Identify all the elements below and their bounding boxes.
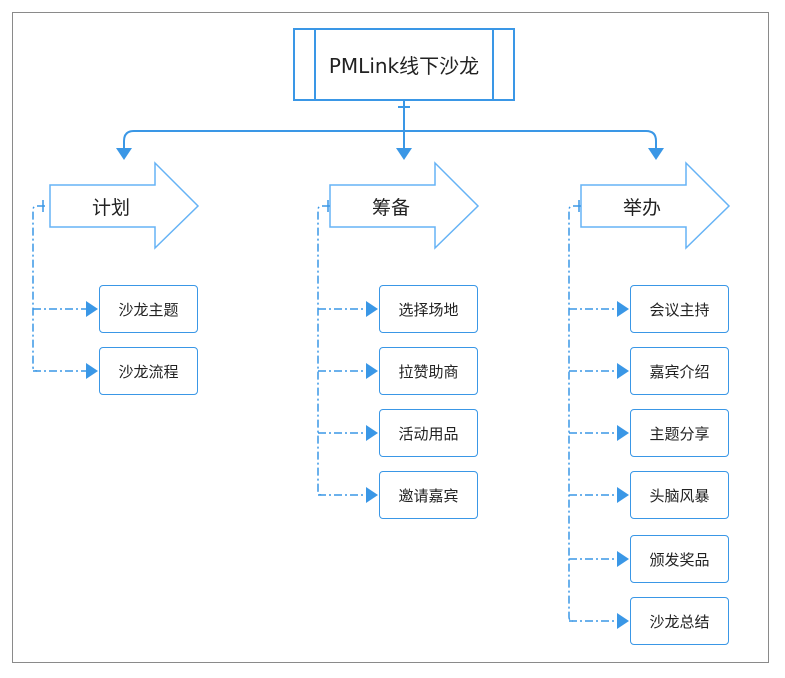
root-right-bar [492, 30, 494, 99]
trunk-prepare [317, 205, 330, 496]
arrowhead-plan [116, 148, 132, 160]
trunk-plan [32, 205, 45, 372]
leaf-prepare-1: 选择场地 [379, 285, 478, 333]
leaf-host-4: 头脑风暴 [630, 471, 729, 519]
root-node: PMLink线下沙龙 [293, 28, 515, 101]
leaf-host-2: 嘉宾介绍 [630, 347, 729, 395]
branch-arrow-host [580, 161, 731, 250]
leaf-host-3: 主题分享 [630, 409, 729, 457]
connector-to-host [404, 130, 657, 148]
arrowhead-prepare-3 [366, 425, 378, 441]
arrowhead-host [648, 148, 664, 160]
root-arrowheads [116, 148, 664, 160]
diagram-frame [12, 12, 769, 663]
arrowhead-host-4 [617, 487, 629, 503]
connector-to-plan [123, 130, 404, 148]
arrowhead-host-2 [617, 363, 629, 379]
arrowhead-prepare [396, 148, 412, 160]
branch-prepare-label: 筹备 [371, 196, 410, 219]
leaf-host-5: 颁发奖品 [630, 535, 729, 583]
branch-plan-label: 计划 [91, 196, 130, 219]
branch-arrow-plan [49, 161, 200, 250]
arrowhead-host-1 [617, 301, 629, 317]
arrowhead-plan-1 [86, 301, 98, 317]
branch-arrow-prepare [329, 161, 480, 250]
leaf-plan-1: 沙龙主题 [99, 285, 198, 333]
arrowhead-host-5 [617, 551, 629, 567]
root-left-bar [314, 30, 316, 99]
root-connectors [123, 101, 657, 148]
leaf-prepare-4: 邀请嘉宾 [379, 471, 478, 519]
leaf-prepare-3: 活动用品 [379, 409, 478, 457]
branch-plan: 计划 [50, 163, 200, 249]
leaf-prepare-2: 拉赞助商 [379, 347, 478, 395]
leaf-host-6: 沙龙总结 [630, 597, 729, 645]
root-label: PMLink线下沙龙 [328, 54, 480, 78]
arrowhead-prepare-1 [366, 301, 378, 317]
leaf-host-1: 会议主持 [630, 285, 729, 333]
arrowhead-host-6 [617, 613, 629, 629]
arrowhead-prepare-2 [366, 363, 378, 379]
branch-host-label: 举办 [622, 196, 661, 219]
arrowhead-prepare-4 [366, 487, 378, 503]
branch-host: 举办 [581, 163, 731, 249]
leaf-connectors [32, 200, 629, 629]
leaf-plan-2: 沙龙流程 [99, 347, 198, 395]
arrowhead-host-3 [617, 425, 629, 441]
branch-prepare: 筹备 [330, 163, 480, 249]
arrowhead-plan-2 [86, 363, 98, 379]
